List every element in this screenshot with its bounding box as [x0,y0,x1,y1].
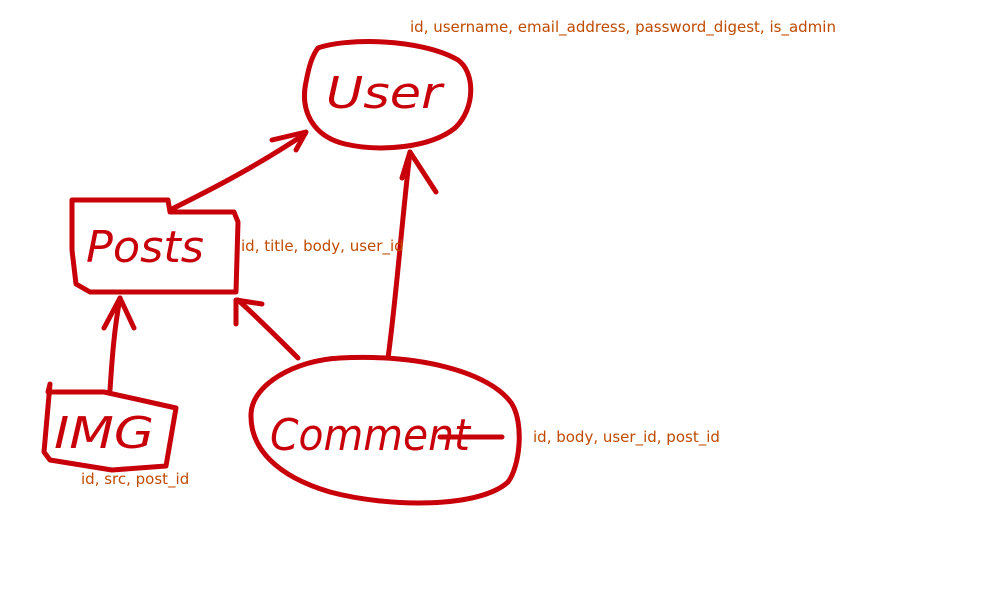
relationship-comment-to-posts [233,297,301,361]
entity-posts: Posts [69,197,241,295]
arrow-shaft-comment-posts [235,297,301,361]
entity-img: IMG [41,381,179,473]
posts-label: Posts [86,222,204,273]
entity-comment: Comment [248,354,522,506]
user-fields-note: id, username, email_address, password_di… [410,18,836,36]
img-label: IMG [54,408,154,459]
entity-user: User [302,39,474,151]
img-fields-note: id, src, post_id [81,470,190,488]
comment-ellipse [248,354,522,506]
arrow-head-comment-user [399,149,439,195]
user-label: User [326,68,445,119]
comment-fields-note: id, body, user_id, post_id [533,428,720,446]
relationship-img-to-posts [101,295,137,393]
relationship-comment-to-user [385,149,439,361]
arrow-shaft-comment-user [385,149,413,361]
posts-rectangle [69,197,241,295]
img-rectangle [41,381,179,473]
arrow-head-posts-user [269,129,309,153]
arrow-head-comment-posts [233,297,265,327]
arrow-shaft-img-posts [107,295,123,393]
user-ellipse [302,39,474,151]
arrow-shaft-posts-user [167,131,308,213]
relationship-posts-to-user [167,129,309,213]
arrow-head-img-posts [101,295,137,331]
posts-fields-note: id, title, body, user_id [241,237,404,255]
